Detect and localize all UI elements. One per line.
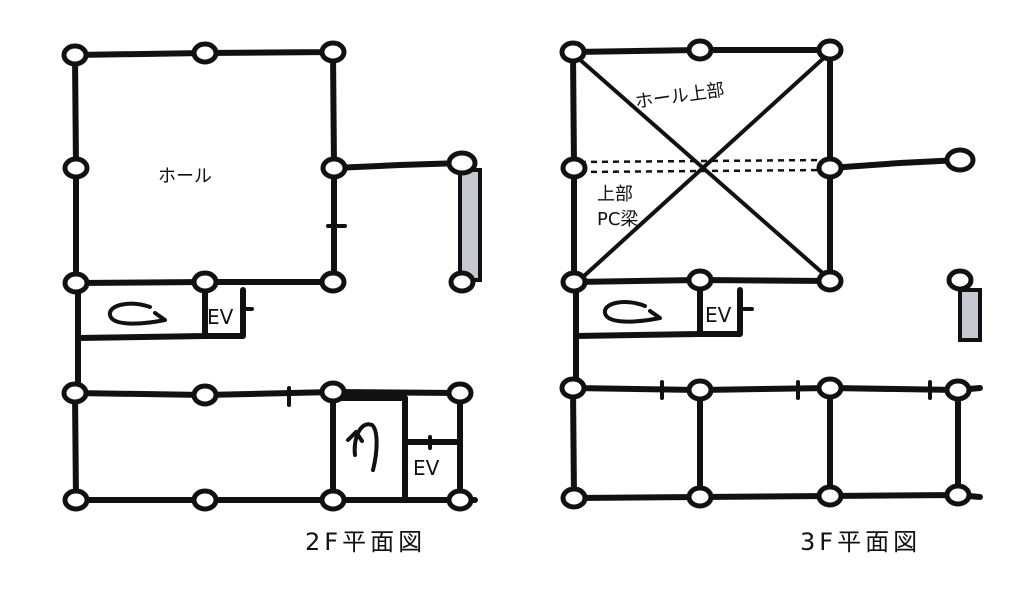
column bbox=[560, 486, 588, 510]
void-cross bbox=[576, 54, 828, 278]
column bbox=[559, 376, 587, 400]
ev-label-lower: EV bbox=[413, 456, 440, 480]
column bbox=[816, 376, 844, 400]
column bbox=[61, 43, 89, 67]
column bbox=[319, 270, 347, 294]
stair-arrow bbox=[603, 300, 662, 324]
column bbox=[191, 270, 219, 294]
corridor-wall bbox=[331, 160, 465, 171]
stair-arrow-lower bbox=[346, 422, 379, 472]
plan-title-2f: 2F平面図 bbox=[305, 528, 426, 556]
column bbox=[816, 156, 844, 180]
column bbox=[686, 485, 714, 509]
column bbox=[191, 383, 219, 407]
lower-rooms-wall bbox=[570, 385, 983, 501]
column bbox=[559, 40, 587, 64]
beam-label-line1: 上部 bbox=[597, 184, 633, 205]
column bbox=[944, 378, 972, 402]
plan-2f: EV EV bbox=[61, 40, 482, 556]
column bbox=[62, 488, 90, 512]
beam-label-line2: PC梁 bbox=[597, 209, 638, 230]
grey-room bbox=[458, 168, 482, 282]
column bbox=[446, 488, 474, 512]
column bbox=[448, 270, 476, 294]
columns-3f bbox=[559, 38, 976, 510]
column bbox=[320, 156, 348, 180]
hall-label: ホール bbox=[158, 166, 212, 187]
column bbox=[944, 483, 972, 507]
hall-void-label: ホール上部 bbox=[634, 80, 726, 113]
column bbox=[946, 268, 974, 292]
corridor-wall bbox=[827, 157, 963, 171]
lower-rooms-wall bbox=[72, 389, 478, 503]
grey-room bbox=[958, 288, 982, 342]
column bbox=[191, 488, 219, 512]
stair-arrow bbox=[108, 301, 167, 326]
ev-label: EV bbox=[705, 303, 732, 327]
column bbox=[62, 271, 90, 295]
stair-box bbox=[75, 287, 208, 341]
column bbox=[686, 378, 714, 402]
column bbox=[191, 41, 219, 65]
column bbox=[816, 38, 844, 62]
columns-2f bbox=[61, 40, 478, 512]
column bbox=[560, 270, 588, 294]
column bbox=[446, 381, 474, 405]
column bbox=[686, 268, 714, 292]
column bbox=[944, 147, 976, 173]
stair-box-lower bbox=[330, 395, 408, 503]
column bbox=[319, 40, 347, 64]
ev-box bbox=[202, 287, 246, 339]
column bbox=[816, 484, 844, 508]
column bbox=[319, 380, 347, 404]
pc-beam-dashed bbox=[579, 158, 826, 174]
column bbox=[319, 488, 347, 512]
column bbox=[816, 269, 844, 293]
column bbox=[61, 381, 89, 405]
column bbox=[62, 156, 90, 180]
column bbox=[686, 38, 714, 62]
ev-label-upper: EV bbox=[207, 305, 234, 329]
plan-title-3f: 3F平面図 bbox=[800, 528, 921, 556]
stair-box bbox=[573, 287, 703, 339]
column bbox=[446, 150, 478, 176]
column bbox=[560, 156, 588, 180]
plan-3f: EV ホール上部 上部 PC梁 bbox=[559, 38, 983, 556]
ev-box bbox=[697, 287, 743, 337]
